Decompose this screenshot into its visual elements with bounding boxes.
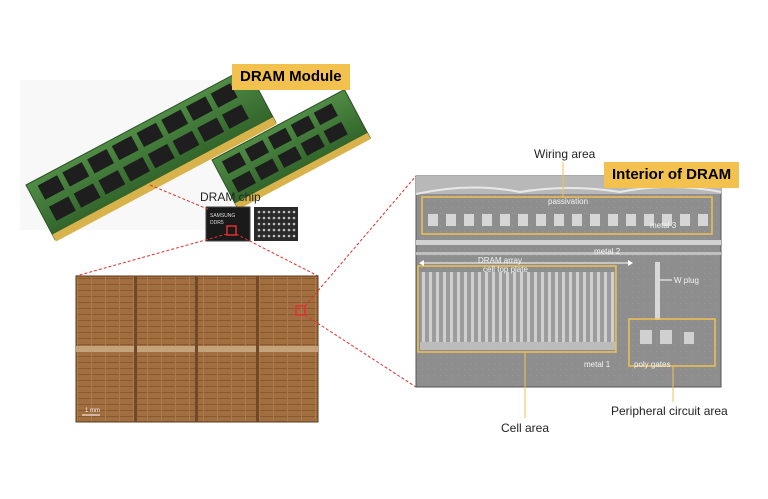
passivation-label: passivation <box>548 197 589 206</box>
dram-chip-label: DRAM chip <box>200 190 261 204</box>
dram-chip-image <box>205 206 251 242</box>
cell-area-label: Cell area <box>501 421 550 435</box>
wiring-area-box <box>421 196 713 235</box>
peripheral-area-box <box>628 318 716 367</box>
chip-code-text: DDR5 <box>210 220 224 226</box>
pointer-die-to-sem-top <box>304 175 417 307</box>
pointer-chip-to-die-right <box>235 233 319 277</box>
dram-module-image <box>25 66 277 242</box>
metal-2-label: metal 2 <box>594 247 621 256</box>
wiring-area-label: Wiring area <box>534 147 596 161</box>
pointer-die-to-sem-bottom <box>304 314 417 388</box>
die-scale-bar-label: 1 mm <box>85 408 100 414</box>
chip-brand-text: SAMSUNG <box>210 213 236 219</box>
pointer-module-to-chip <box>149 184 211 211</box>
dram-array-label: DRAM array <box>478 256 523 265</box>
w-plug-label: W plug <box>674 276 699 285</box>
dram-module-image-2 <box>211 88 371 210</box>
cell-area-box <box>417 265 617 353</box>
metal-3-label: metal 3 <box>650 221 677 230</box>
pointer-chip-to-die-left <box>75 233 228 277</box>
peripheral-circuit-area-label: Peripheral circuit area <box>611 404 728 418</box>
cell-top-plate-label: cell top plate <box>483 265 528 274</box>
dram-chip-bga-image <box>254 207 298 241</box>
dram-module-title: DRAM Module <box>232 64 350 90</box>
interior-of-dram-title: Interior of DRAM <box>604 162 740 188</box>
poly-gates-label: poly gates <box>634 360 671 369</box>
metal-1-label: metal 1 <box>584 360 611 369</box>
dram-die-image <box>75 275 319 423</box>
sem-cross-section-image <box>415 175 722 388</box>
